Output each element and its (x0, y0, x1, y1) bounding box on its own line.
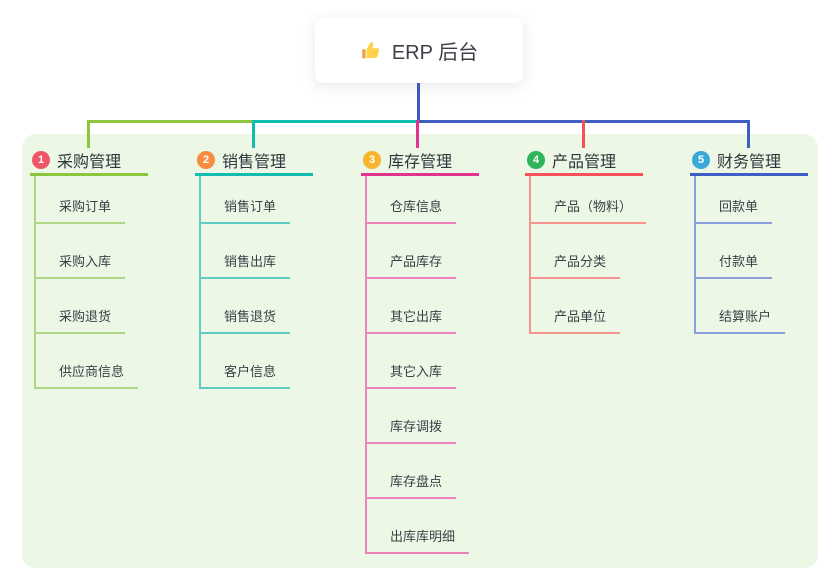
branch-purchase: 1 采购管理 采购订单采购入库采购退货供应商信息 (30, 146, 148, 389)
list-item[interactable]: 产品库存 (367, 224, 457, 279)
branch-badge: 3 (363, 150, 381, 169)
connector-drop-product (582, 120, 585, 148)
branches-panel-background (22, 134, 818, 568)
list-item[interactable]: 采购订单 (36, 176, 126, 224)
branch-header-inventory[interactable]: 3 库存管理 (361, 146, 479, 176)
connector-drop-sales (252, 120, 255, 148)
list-item[interactable]: 采购退货 (36, 279, 126, 334)
root-label: ERP 后台 (391, 42, 479, 64)
connector-drop-purchase (87, 120, 90, 148)
branch-items-sales: 销售订单销售出库销售退货客户信息 (199, 176, 291, 389)
connector-drop-inventory (416, 120, 419, 148)
list-item[interactable]: 产品单位 (531, 279, 621, 334)
list-item[interactable]: 销售订单 (201, 176, 291, 224)
branch-title: 财务管理 (717, 153, 782, 171)
branch-title: 销售管理 (222, 153, 287, 171)
branch-items-product: 产品（物料）产品分类产品单位 (529, 176, 647, 334)
list-item[interactable]: 回款单 (696, 176, 773, 224)
branch-header-purchase[interactable]: 1 采购管理 (30, 146, 148, 176)
branch-finance: 5 财务管理 回款单付款单结算账户 (690, 146, 808, 334)
list-item[interactable]: 供应商信息 (36, 334, 139, 389)
branch-items-purchase: 采购订单采购入库采购退货供应商信息 (34, 176, 139, 389)
list-item[interactable]: 采购入库 (36, 224, 126, 279)
branch-badge: 4 (527, 150, 545, 169)
thumbs-up-icon (360, 40, 382, 62)
connector-drop-finance (747, 120, 750, 148)
list-item[interactable]: 其它入库 (367, 334, 457, 389)
branch-header-finance[interactable]: 5 财务管理 (690, 146, 808, 176)
branch-badge: 5 (692, 150, 710, 169)
list-item[interactable]: 出库库明细 (367, 499, 470, 554)
list-item[interactable]: 销售退货 (201, 279, 291, 334)
branch-inventory: 3 库存管理 仓库信息产品库存其它出库其它入库库存调拨库存盘点出库库明细 (361, 146, 479, 554)
branch-items-finance: 回款单付款单结算账户 (694, 176, 786, 334)
list-item[interactable]: 销售出库 (201, 224, 291, 279)
connector-bus-left-teal (252, 120, 418, 123)
list-item[interactable]: 库存调拨 (367, 389, 457, 444)
branch-title: 采购管理 (57, 153, 122, 171)
branch-header-sales[interactable]: 2 销售管理 (195, 146, 313, 176)
root-node[interactable]: ERP 后台 (315, 18, 523, 83)
branch-title: 产品管理 (552, 153, 617, 171)
list-item[interactable]: 其它出库 (367, 279, 457, 334)
list-item[interactable]: 仓库信息 (367, 176, 457, 224)
list-item[interactable]: 产品（物料） (531, 176, 647, 224)
branch-product: 4 产品管理 产品（物料）产品分类产品单位 (525, 146, 647, 334)
connector-root-drop (417, 82, 420, 121)
list-item[interactable]: 产品分类 (531, 224, 621, 279)
branch-badge: 2 (197, 150, 215, 169)
list-item[interactable]: 结算账户 (696, 279, 786, 334)
list-item[interactable]: 付款单 (696, 224, 773, 279)
list-item[interactable]: 库存盘点 (367, 444, 457, 499)
branch-title: 库存管理 (388, 153, 453, 171)
branch-badge: 1 (32, 150, 50, 169)
branch-sales: 2 销售管理 销售订单销售出库销售退货客户信息 (195, 146, 313, 389)
connector-bus-left-green (87, 120, 254, 123)
branch-items-inventory: 仓库信息产品库存其它出库其它入库库存调拨库存盘点出库库明细 (365, 176, 470, 554)
list-item[interactable]: 客户信息 (201, 334, 291, 389)
branch-header-product[interactable]: 4 产品管理 (525, 146, 643, 176)
